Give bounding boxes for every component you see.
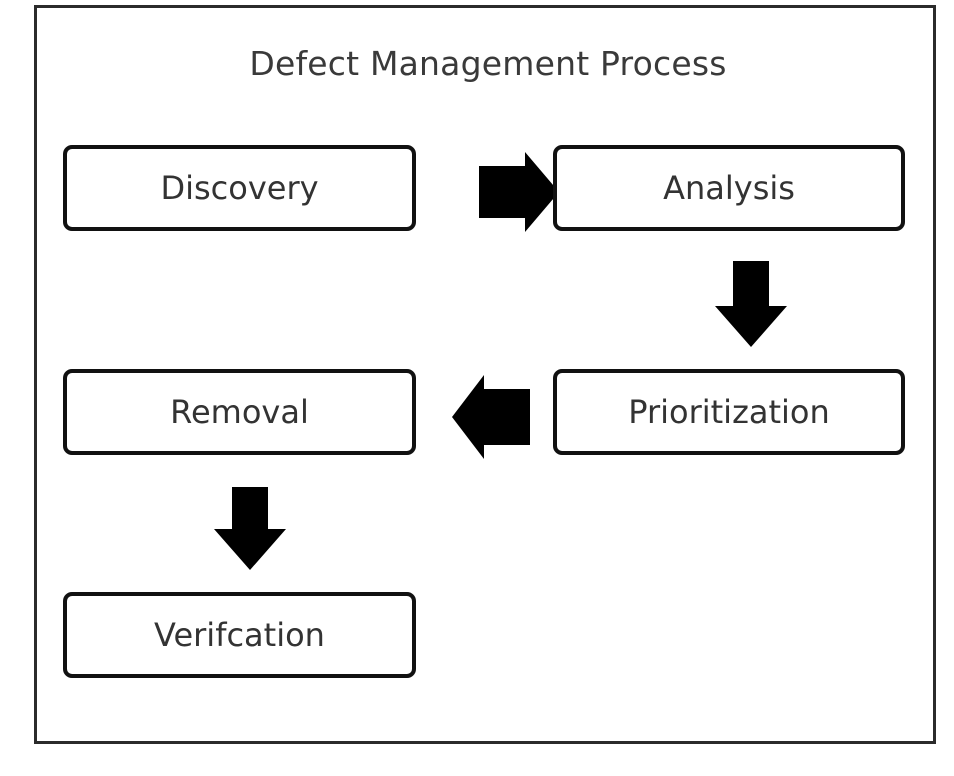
process-node-label: Discovery [160,169,319,207]
arrow-down-icon-analysis-to-prioritization [696,255,806,355]
process-node-removal[interactable]: Removal [63,369,416,455]
process-node-label: Prioritization [628,393,830,431]
diagram-frame: Defect Management Process Discovery Anal… [34,5,936,744]
process-node-verifcation[interactable]: Verifcation [63,592,416,678]
process-node-discovery[interactable]: Discovery [63,145,416,231]
process-node-prioritization[interactable]: Prioritization [553,369,905,455]
process-node-label: Analysis [663,169,795,207]
process-node-analysis[interactable]: Analysis [553,145,905,231]
arrow-left-icon-prioritization-to-removal [446,371,562,463]
arrow-right-icon-discovery-to-analysis [445,149,563,235]
process-node-label: Removal [170,393,309,431]
arrow-down-icon-removal-to-verifcation [195,481,305,579]
process-node-label: Verifcation [154,616,325,654]
diagram-title: Defect Management Process [249,44,727,83]
